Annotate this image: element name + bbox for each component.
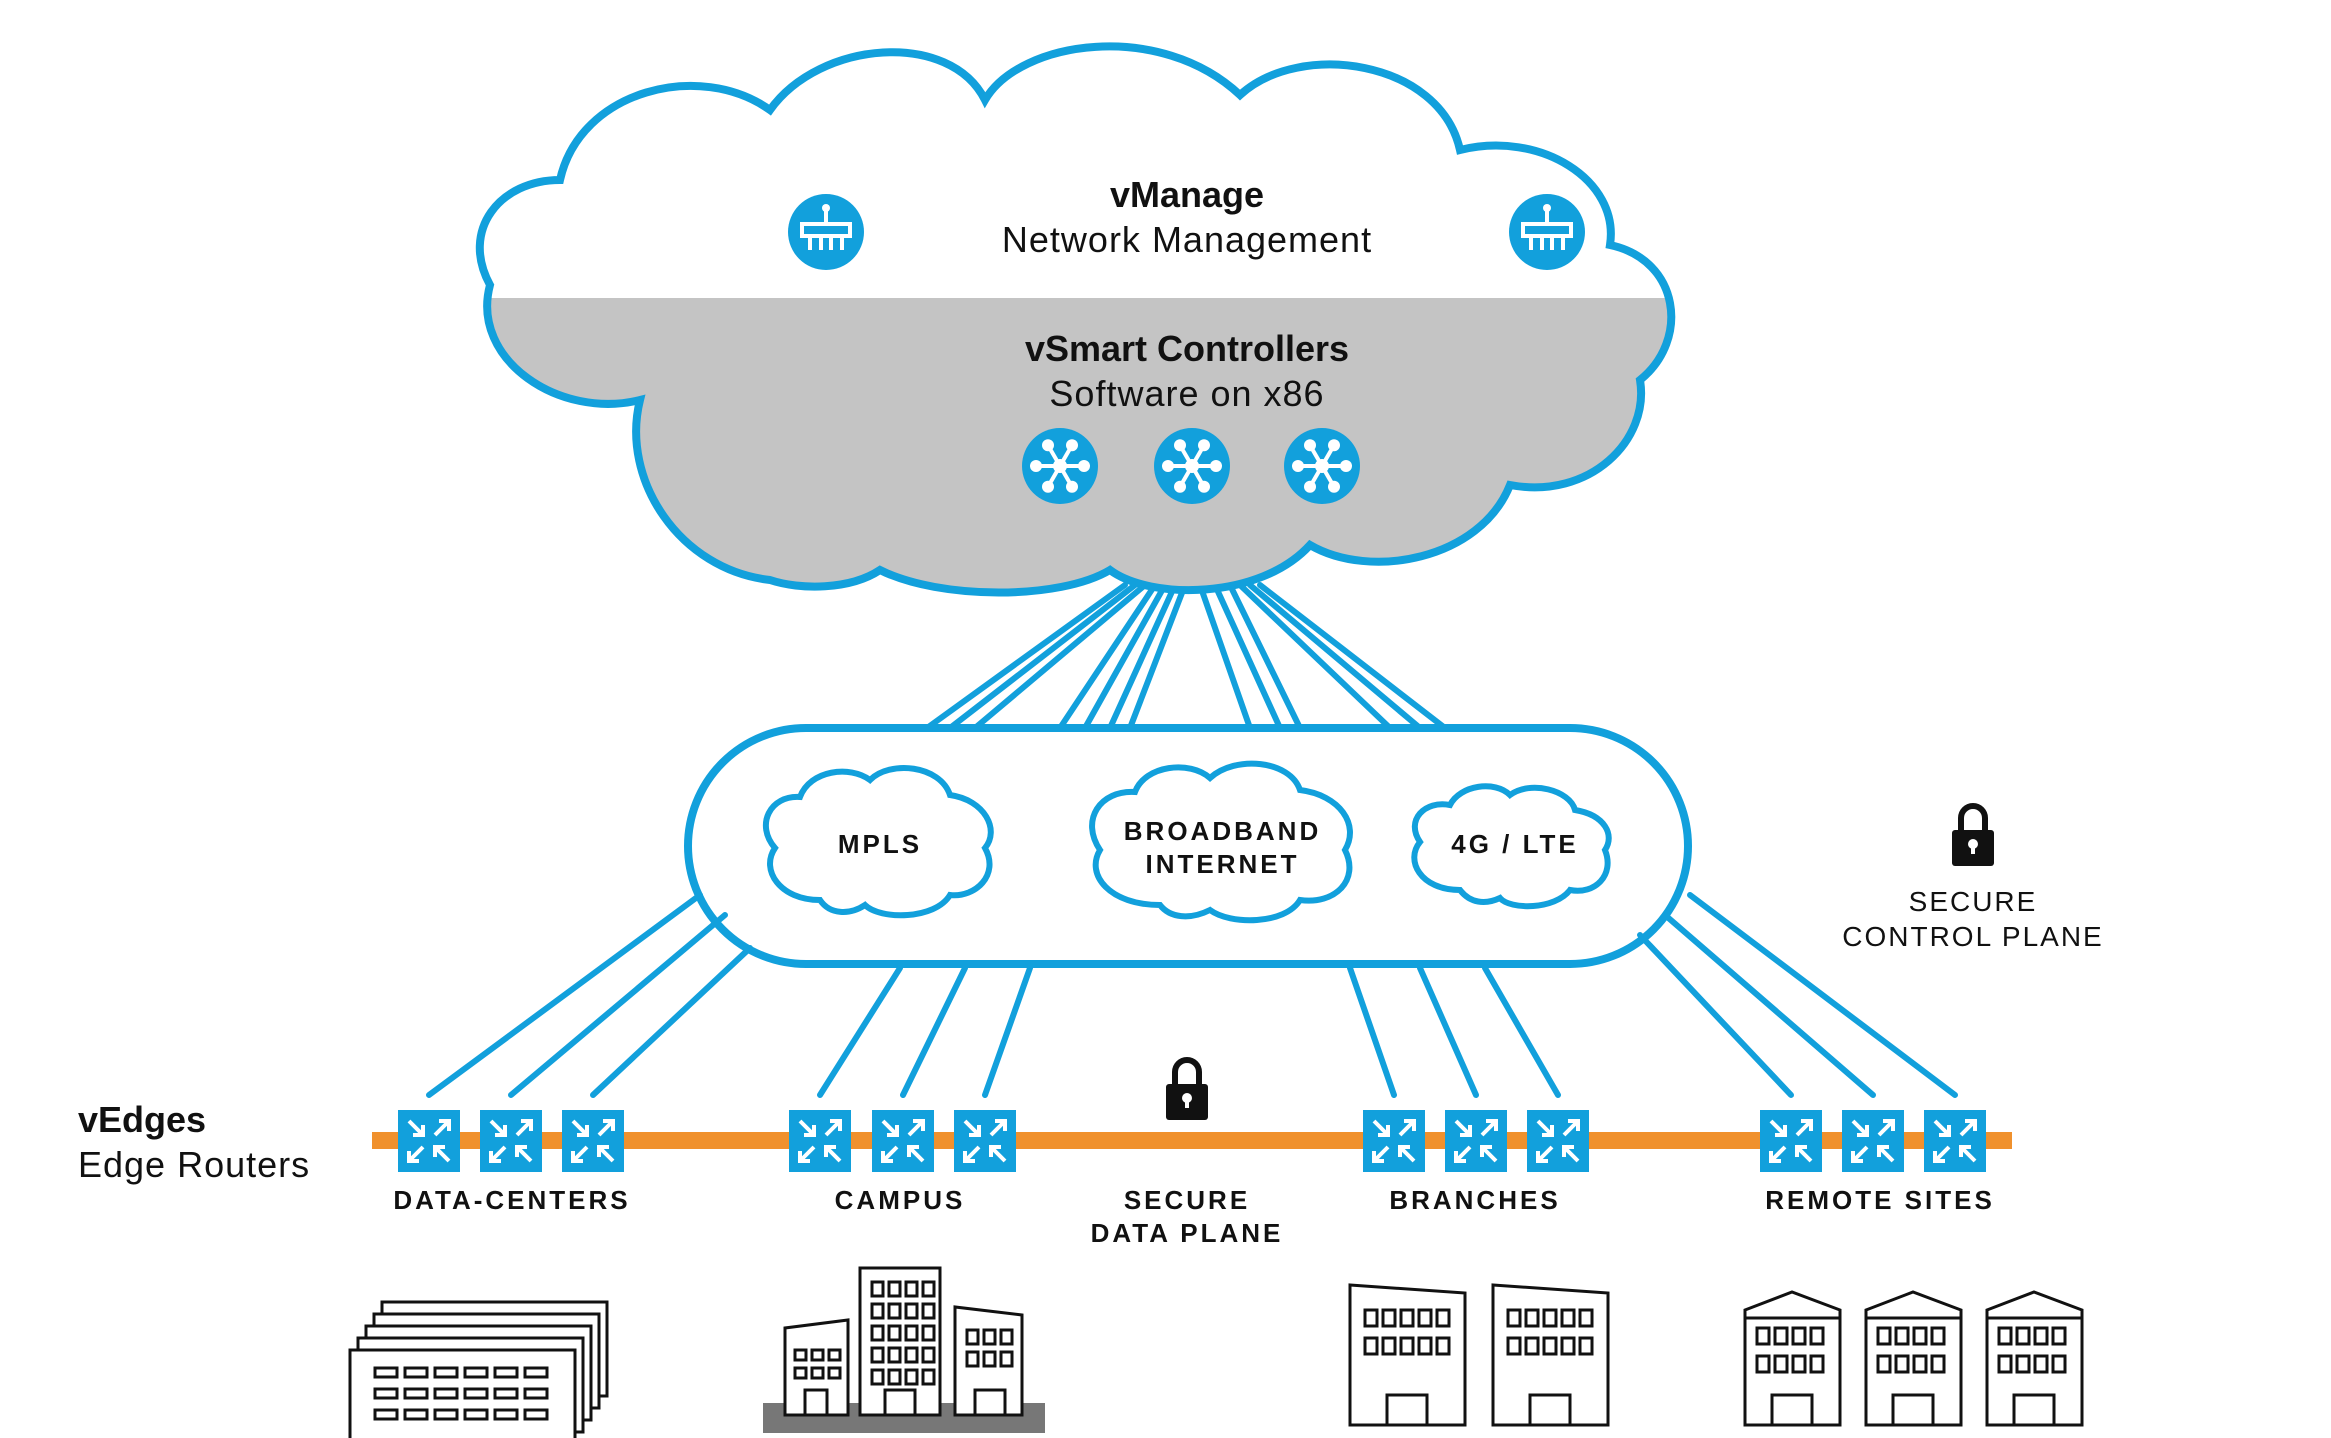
control-link <box>1107 582 1178 731</box>
vedges-title: vEdges <box>78 1099 207 1140</box>
data-link <box>1662 912 1876 1098</box>
control-link <box>1237 582 1393 731</box>
control-link <box>1057 582 1158 731</box>
hub-icon <box>1284 428 1360 504</box>
mpls-label: MPLS <box>837 829 923 859</box>
broadband-line2: INTERNET <box>1145 848 1300 879</box>
control-link <box>1227 582 1303 731</box>
data-plane-links <box>426 892 1958 1098</box>
broadband-line1: BROADBAND <box>1123 816 1322 846</box>
control-plane-links <box>924 582 1448 731</box>
vsmart-title: vSmart Controllers <box>1024 328 1350 369</box>
data-centers-label: DATA-CENTERS <box>393 1185 631 1215</box>
remote-site-icon <box>1985 1290 2084 1427</box>
control-plane-label: SECURE CONTROL PLANE <box>1823 884 2123 954</box>
data-link <box>1347 965 1397 1098</box>
data-link <box>1637 932 1794 1098</box>
remote-sites-label: REMOTE SITES <box>1765 1185 1995 1215</box>
network-management-icon <box>1509 194 1585 270</box>
router-icon <box>789 1110 851 1172</box>
vedges-subtitle: Edge Routers <box>78 1144 311 1185</box>
vsmart-subtitle: Software on x86 <box>1049 373 1325 414</box>
data-link <box>426 892 703 1098</box>
router-icon <box>562 1110 624 1172</box>
router-icon <box>1363 1110 1425 1172</box>
remote-site-icon <box>1743 1290 1842 1427</box>
data-plane-line2: DATA PLANE <box>1090 1217 1284 1248</box>
control-link <box>924 582 1128 731</box>
lte-cloud <box>1411 783 1612 910</box>
data-center-icon <box>348 1300 609 1438</box>
vmanage-subtitle: Network Management <box>1001 219 1373 260</box>
router-icon <box>1924 1110 1986 1172</box>
branch-icon <box>1348 1283 1467 1427</box>
data-link <box>1482 965 1561 1098</box>
router-icon <box>954 1110 1016 1172</box>
branch-icon <box>1491 1283 1610 1427</box>
data-plane-lock-icon <box>1166 1057 1208 1120</box>
broadband-cloud <box>1089 760 1353 924</box>
control-plane-line2: CONTROL PLANE <box>1842 921 2104 952</box>
data-plane-label: SECURE DATA PLANE <box>1057 1184 1317 1249</box>
router-icon <box>1527 1110 1589 1172</box>
control-link <box>1212 582 1283 731</box>
router-icon <box>872 1110 934 1172</box>
control-link <box>972 582 1148 731</box>
mpls-cloud <box>762 765 994 919</box>
control-link <box>1197 582 1253 731</box>
vsmart-label: vSmart Controllers Software on x86 <box>937 326 1437 416</box>
data-plane-bar <box>372 1132 2012 1149</box>
control-link <box>947 582 1138 731</box>
data-link <box>1417 965 1479 1098</box>
vedges-label: vEdges Edge Routers <box>78 1097 310 1187</box>
control-link <box>1127 582 1188 731</box>
network-management-icon <box>788 194 864 270</box>
data-link <box>900 965 968 1098</box>
router-icon <box>1842 1110 1904 1172</box>
campus-icon <box>763 1266 1045 1433</box>
transport-networks <box>684 724 1692 968</box>
data-plane-line1: SECURE <box>1123 1185 1251 1215</box>
control-link <box>1257 582 1448 731</box>
data-link <box>1687 892 1958 1098</box>
vmanage-label: vManage Network Management <box>987 172 1387 262</box>
data-link <box>817 965 903 1098</box>
router-icon <box>398 1110 460 1172</box>
campus-label: CAMPUS <box>834 1185 966 1215</box>
control-link <box>1247 582 1423 731</box>
data-link <box>982 965 1033 1098</box>
hub-icon <box>1154 428 1230 504</box>
hub-icon <box>1022 428 1098 504</box>
control-plane-lock-icon <box>1952 803 1994 866</box>
router-icon <box>1760 1110 1822 1172</box>
lte-label: 4G / LTE <box>1451 829 1579 859</box>
router-icon <box>480 1110 542 1172</box>
remote-site-icon <box>1864 1290 1963 1427</box>
router-icon <box>1445 1110 1507 1172</box>
data-link <box>508 912 728 1098</box>
branches-label: BRANCHES <box>1389 1185 1561 1215</box>
control-link <box>1082 582 1168 731</box>
data-link <box>590 945 753 1098</box>
vmanage-title: vManage <box>1109 174 1265 215</box>
control-plane-line1: SECURE <box>1908 886 2038 917</box>
broadband-label: BROADBAND INTERNET <box>1090 815 1355 880</box>
